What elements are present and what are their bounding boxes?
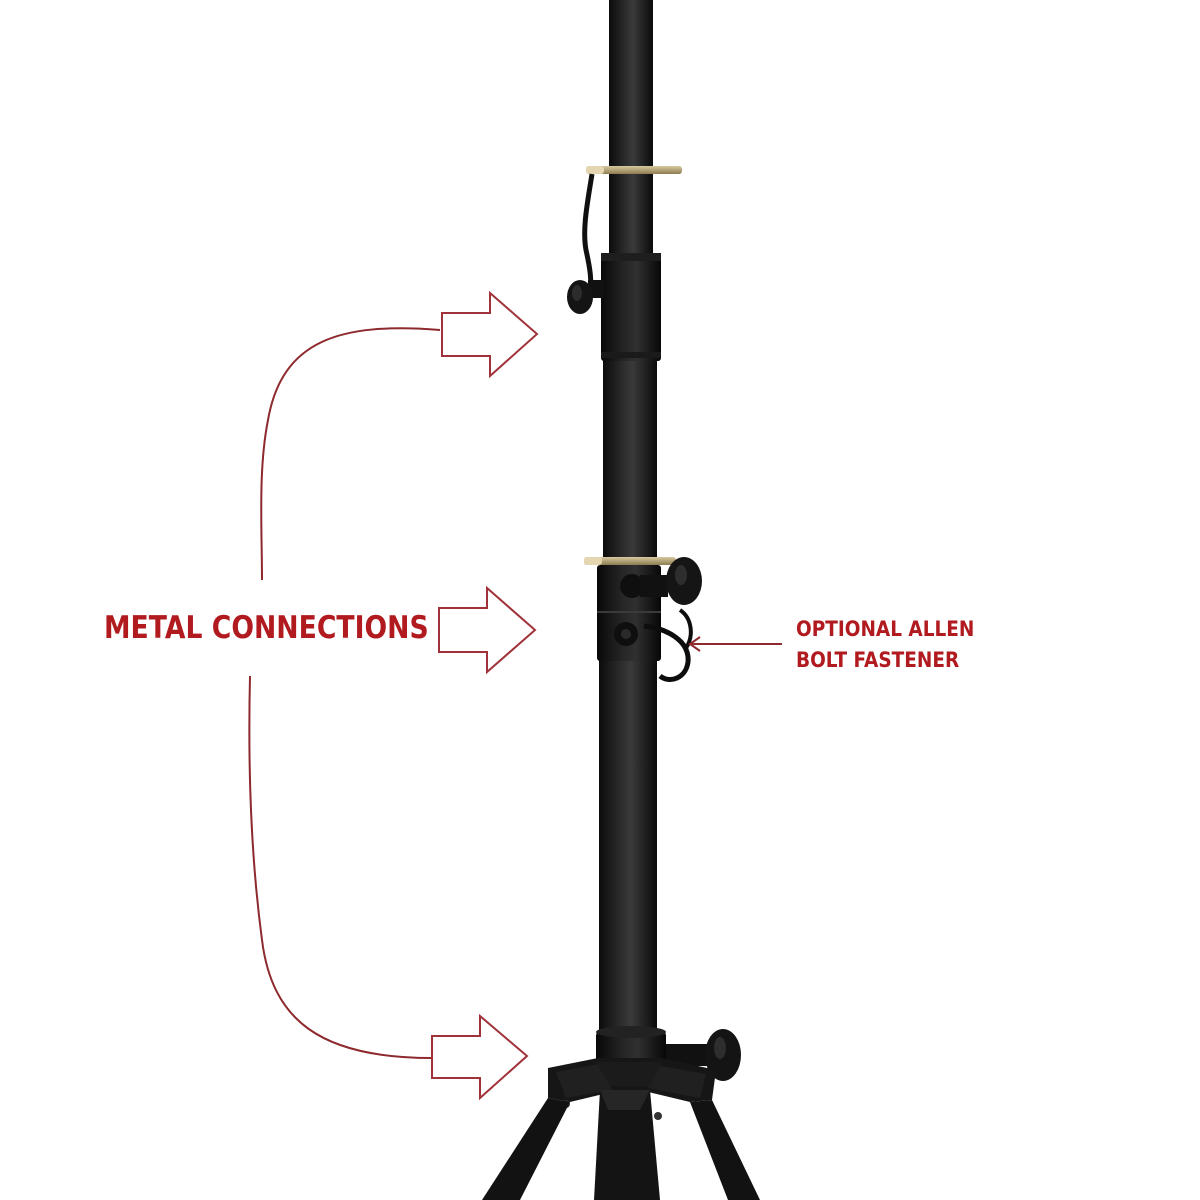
arrow-bottom-icon — [431, 1013, 529, 1101]
bracket-curve — [248, 327, 441, 1059]
arrow-middle-icon — [438, 585, 537, 675]
upper-knob-icon — [567, 280, 604, 314]
allen-bolt-label-line2: BOLT FASTENER — [796, 648, 960, 672]
allen-bolt-icon — [614, 608, 693, 682]
upper-collar — [601, 253, 661, 361]
middle-tube — [603, 355, 657, 570]
allen-bolt-pointer — [688, 636, 782, 652]
tripod-base — [482, 1058, 760, 1200]
metal-connections-label: METAL CONNECTIONS — [104, 610, 429, 646]
allen-bolt-label: OPTIONAL ALLEN BOLT FASTENER — [796, 614, 974, 676]
lower-tube — [599, 640, 657, 1060]
middle-knob-icon — [620, 557, 702, 605]
upper-tube — [609, 0, 653, 260]
arrow-top-icon — [441, 290, 539, 379]
bottom-knob-icon — [666, 1029, 741, 1081]
allen-bolt-label-line1: OPTIONAL ALLEN — [796, 617, 975, 641]
upper-lanyard — [582, 173, 595, 297]
upper-pin — [586, 166, 682, 174]
middle-pin — [584, 557, 676, 565]
